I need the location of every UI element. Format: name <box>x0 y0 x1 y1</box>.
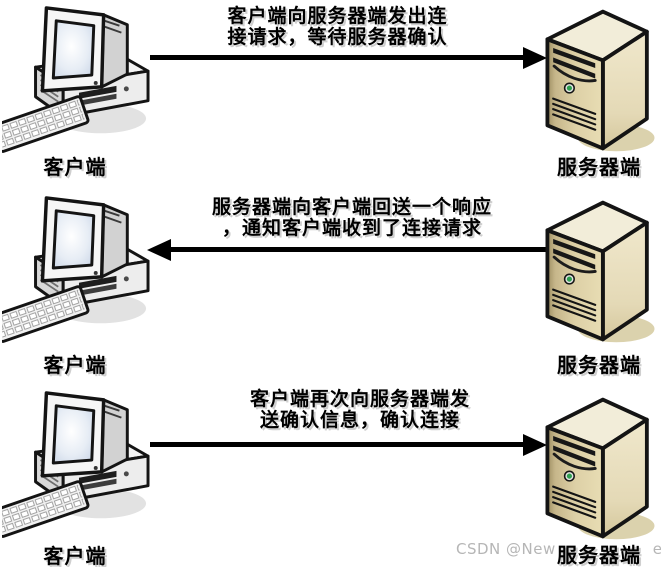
step1-text-line1: 客户端向服务器端发出连 <box>227 5 448 27</box>
client-computer-icon <box>2 2 150 155</box>
arrow-shaft <box>150 55 529 60</box>
arrow-head <box>147 239 171 261</box>
server-tower-icon <box>542 194 658 347</box>
step3-arrow-right-icon <box>150 434 547 456</box>
arrow-head <box>523 434 547 456</box>
step1-text-line2: 接请求，等待服务器确认 <box>227 26 448 48</box>
arrow-shaft <box>150 442 529 447</box>
step2-text-line1: 服务器端向客户端回送一个响应 <box>211 196 492 218</box>
client-label: 客户端 <box>43 353 107 377</box>
server-label: 服务器端 <box>557 353 641 377</box>
step2-text-line2: ，通知客户端收到了连接请求 <box>221 217 482 239</box>
csdn-watermark: CSDN @New e <box>456 540 661 558</box>
step2-arrow-left-icon <box>147 239 546 261</box>
step2-text: 服务器端向客户端回送一个响应 ，通知客户端收到了连接请求 <box>162 197 542 239</box>
arrow-shaft <box>165 247 546 252</box>
step1-arrow-right-icon <box>150 47 547 69</box>
server-label: 服务器端 <box>557 543 641 567</box>
client-computer-icon <box>2 192 150 345</box>
arrow-head <box>523 47 547 69</box>
watermark-tail: e <box>652 540 661 558</box>
server-tower-icon <box>542 391 658 544</box>
step3-text-line2: 送确认信息，确认连接 <box>259 409 460 431</box>
watermark-text: CSDN @New <box>456 540 556 558</box>
client-computer-icon <box>2 387 150 540</box>
server-tower-icon <box>542 3 658 156</box>
client-label: 客户端 <box>43 544 107 567</box>
step1-text: 客户端向服务器端发出连 接请求，等待服务器确认 <box>175 6 500 48</box>
step3-text: 客户端再次向服务器端发 送确认信息，确认连接 <box>190 389 530 431</box>
client-label: 客户端 <box>43 155 107 179</box>
server-label: 服务器端 <box>557 155 641 179</box>
step3-text-line1: 客户端再次向服务器端发 <box>249 388 470 410</box>
